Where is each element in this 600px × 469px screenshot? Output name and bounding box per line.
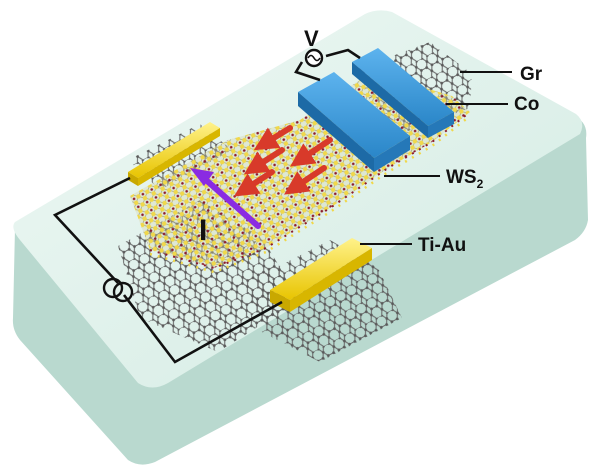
ti-au-electrode-left (128, 122, 220, 186)
label-ws2-subscript: 2 (477, 177, 484, 191)
leader-lines (360, 71, 512, 245)
label-cobalt: Co (514, 94, 539, 115)
spin-arrow (233, 169, 275, 197)
spin-arrows (233, 125, 333, 197)
label-voltage: V (304, 26, 319, 51)
label-graphene: Gr (520, 64, 543, 85)
label-current: I (199, 214, 207, 247)
current-arrow (190, 168, 261, 229)
label-ws2: WS2 (446, 167, 484, 191)
ti-au-electrode-right (270, 238, 372, 312)
label-ti-au: Ti-Au (418, 235, 466, 256)
spin-arrow (253, 125, 293, 151)
spin-arrow (243, 147, 285, 175)
graphene-lower-right (248, 240, 402, 362)
wire-current-loop (52, 176, 283, 364)
substrate (12, 10, 588, 465)
circuit-wires (52, 48, 361, 364)
current-source-icon (102, 277, 134, 303)
spin-arrow (290, 137, 333, 167)
wire-voltage-loop (294, 48, 361, 82)
co-electrode-back (352, 48, 454, 138)
label-ws2-main: WS (446, 167, 477, 188)
voltmeter-icon (304, 48, 324, 68)
spin-arrow (284, 165, 327, 195)
co-electrode-front (298, 72, 410, 172)
